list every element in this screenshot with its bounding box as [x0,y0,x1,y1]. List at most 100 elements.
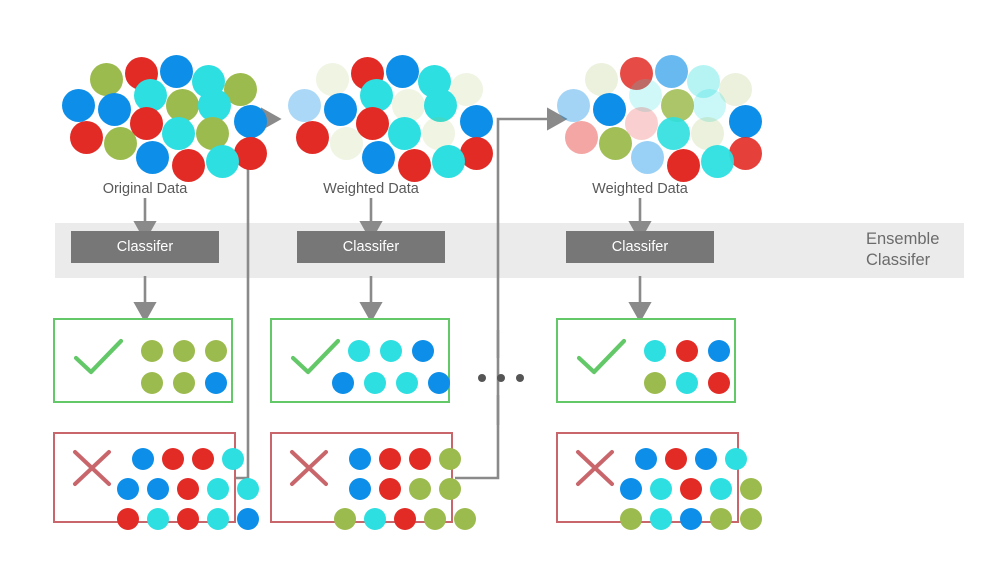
data-cloud-original [62,55,272,185]
data-point-circle [625,107,658,140]
ensemble-classifier-label: Ensemble Classifer [866,230,940,269]
output-dot [162,448,184,470]
data-point-circle [98,93,131,126]
output-dot [620,478,642,500]
output-dot [740,478,762,500]
output-dot [665,448,687,470]
data-point-circle [593,93,626,126]
output-dot [348,340,370,362]
output-dot [676,372,698,394]
ellipsis-dot [497,374,505,382]
output-dot [676,340,698,362]
more-stages-ellipsis [478,374,524,382]
data-point-circle [356,107,389,140]
data-point-circle [565,121,598,154]
data-point-circle [196,117,229,150]
output-dot [147,508,169,530]
output-dot [680,478,702,500]
data-point-circle [234,105,267,138]
output-dot [708,372,730,394]
data-point-circle [629,79,662,112]
data-point-circle [620,57,653,90]
output-dot [725,448,747,470]
data-point-circle [70,121,103,154]
output-dot [620,508,642,530]
output-dot [349,478,371,500]
output-dot [141,372,163,394]
data-point-circle [460,105,493,138]
data-point-circle [136,141,169,174]
data-point-circle [687,65,720,98]
cross-icon [290,450,328,486]
output-dot [192,448,214,470]
output-dot [173,340,195,362]
incorrect-output-box-1 [53,432,259,530]
output-dot [424,508,446,530]
output-dot [644,340,666,362]
data-cloud-weighted-2 [557,55,767,185]
correct-output-box-3 [556,318,736,403]
output-dot [117,508,139,530]
output-dot [394,508,416,530]
ellipsis-dot [478,374,486,382]
output-dot [412,340,434,362]
classifier-box-2[interactable]: Classifer [297,231,445,263]
data-point-circle [330,127,363,160]
output-dot [207,508,229,530]
data-point-circle [701,145,734,178]
data-point-circle [557,89,590,122]
output-dot [409,448,431,470]
output-dot [364,372,386,394]
data-point-circle [360,79,393,112]
data-point-circle [691,117,724,150]
data-point-circle [657,117,690,150]
output-dot [740,508,762,530]
output-dot [207,478,229,500]
data-point-circle [316,63,349,96]
data-point-circle [729,105,762,138]
classifier-box-3[interactable]: Classifer [566,231,714,263]
data-label-weighted-2: Weighted Data [592,181,688,197]
output-dot [635,448,657,470]
output-dot [710,508,732,530]
incorrect-output-box-3 [556,432,762,530]
data-label-weighted-1: Weighted Data [323,181,419,197]
output-dot [177,478,199,500]
data-point-circle [104,127,137,160]
classifier-box-1[interactable]: Classifer [71,231,219,263]
output-dot [650,478,672,500]
data-point-circle [206,145,239,178]
data-label-original: Original Data [102,181,188,197]
data-point-circle [392,89,425,122]
output-dot [332,372,354,394]
data-point-circle [585,63,618,96]
output-dot [237,508,259,530]
data-point-circle [631,141,664,174]
output-dot [454,508,476,530]
output-dot [205,340,227,362]
output-dot [439,448,461,470]
data-point-circle [324,93,357,126]
output-dot [379,448,401,470]
data-point-circle [90,63,123,96]
data-point-circle [460,137,493,170]
data-point-circle [424,89,457,122]
output-dot [380,340,402,362]
output-dot [428,372,450,394]
data-point-circle [288,89,321,122]
data-point-circle [296,121,329,154]
data-point-circle [398,149,431,182]
output-dot [334,508,356,530]
output-dot [237,478,259,500]
output-dot [708,340,730,362]
output-dot [222,448,244,470]
incorrect-output-box-2 [270,432,476,530]
data-point-circle [422,117,455,150]
data-point-circle [729,137,762,170]
data-point-circle [599,127,632,160]
output-dot [364,508,386,530]
data-point-circle [172,149,205,182]
data-point-circle [719,73,752,106]
output-dot [147,478,169,500]
